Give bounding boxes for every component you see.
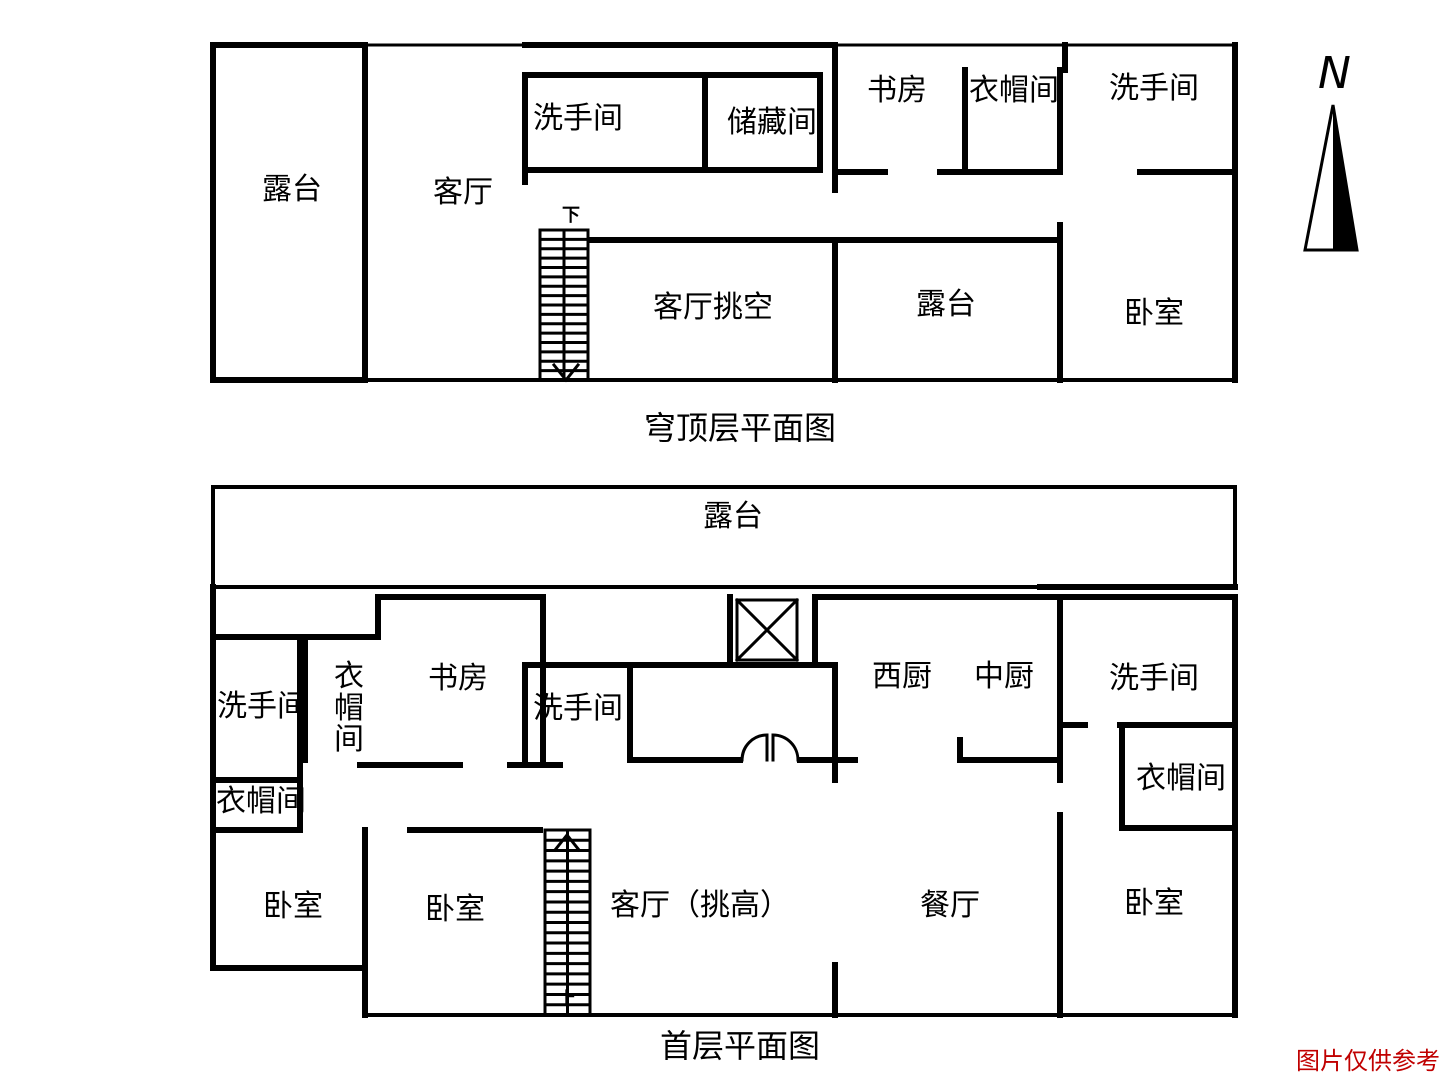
ground-stair-up-label: 上 (558, 989, 576, 1010)
upper-terrace-west-label: 露台 (262, 172, 322, 207)
ground-washroom-mid-label: 洗手间 (533, 691, 623, 726)
upper-study-label: 书房 (867, 73, 927, 108)
north-letter: N (1318, 48, 1351, 99)
ground-cloakroom-east-label: 衣帽间 (1136, 761, 1226, 796)
stair-up-arrow-icon (552, 832, 582, 853)
upper-staircase (538, 228, 590, 383)
upper-washroom-label: 洗手间 (533, 101, 623, 136)
ground-dining-label: 餐厅 (920, 888, 980, 923)
upper-living-void-label: 客厅挑空 (653, 290, 773, 325)
stair-down-arrow-icon (551, 362, 581, 383)
ground-cloakroom-vertical-label: 衣帽间 (334, 658, 364, 757)
ground-bedroom-east-label: 卧室 (1124, 886, 1184, 921)
ground-western-kitchen-label: 西厨 (872, 659, 932, 694)
ground-floor-title: 首层平面图 (659, 1027, 821, 1065)
ground-cloakroom-west-label: 衣帽间 (216, 784, 306, 819)
upper-stair-down-label: 下 (562, 205, 580, 226)
ground-washroom-east-label: 洗手间 (1109, 661, 1199, 696)
ground-chinese-kitchen-label: 中厨 (974, 659, 1034, 694)
upper-floor-title: 穹顶层平面图 (643, 409, 837, 447)
ground-bedroom-west-label: 卧室 (263, 889, 323, 924)
upper-living-label: 客厅 (433, 175, 493, 210)
ground-bedroom-mid-label: 卧室 (425, 892, 485, 927)
upper-terrace-mid-label: 露台 (916, 287, 976, 322)
ground-terrace-outline (211, 485, 1237, 589)
upper-bedroom-label: 卧室 (1124, 296, 1184, 331)
ground-living-label: 客厅（挑高） (610, 888, 790, 923)
upper-storage-label: 储藏间 (727, 105, 817, 140)
ground-terrace-north-label: 露台 (703, 499, 763, 534)
ground-washroom-west-label: 洗手间 (217, 689, 307, 724)
ground-study-label: 书房 (428, 661, 488, 696)
upper-washroom-east-label: 洗手间 (1109, 71, 1199, 106)
upper-cloakroom-label: 衣帽间 (969, 73, 1059, 108)
ground-staircase (543, 828, 592, 1017)
disclaimer-text: 图片仅供参考 (1296, 1047, 1440, 1075)
